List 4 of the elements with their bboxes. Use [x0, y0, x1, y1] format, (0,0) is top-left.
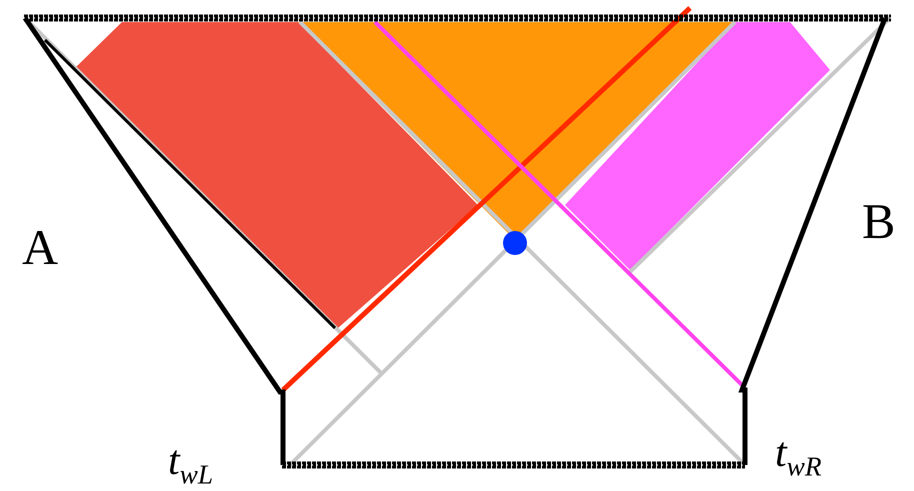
region-label: A	[22, 222, 58, 272]
time-label: t$_{wL}$	[168, 440, 214, 489]
time-label: t$_{wR}$	[775, 432, 822, 481]
region-label: B	[862, 196, 896, 246]
